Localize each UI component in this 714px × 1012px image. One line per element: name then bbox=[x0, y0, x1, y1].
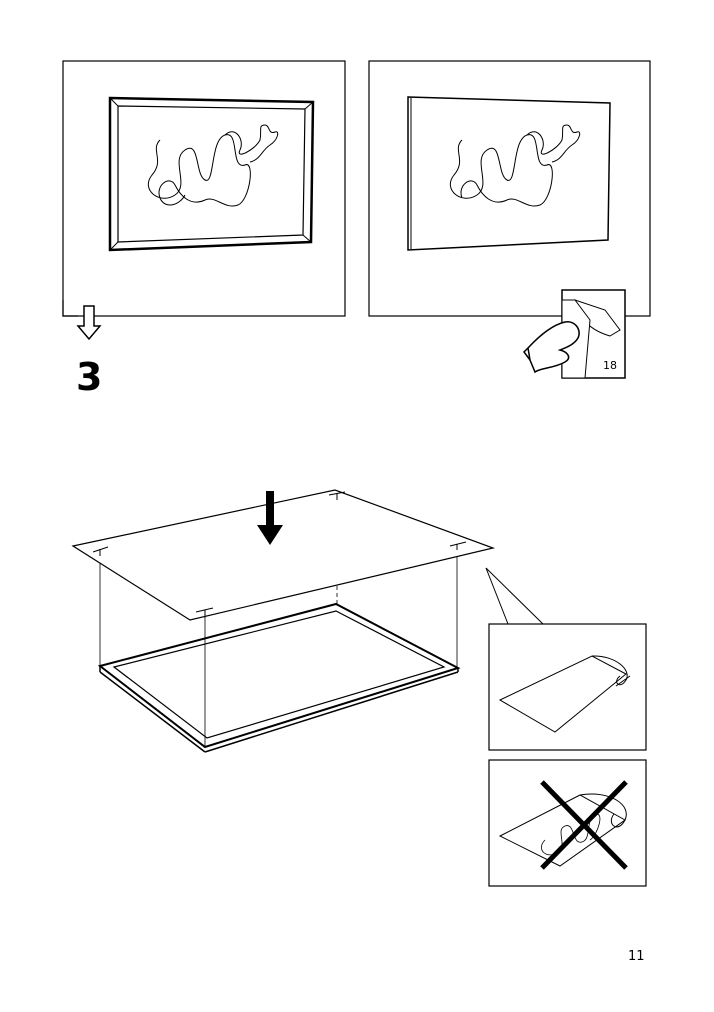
reference-page-number: 18 bbox=[603, 359, 617, 372]
cross-out-icon bbox=[540, 780, 628, 870]
step-number: 3 bbox=[76, 355, 103, 399]
page-number: 11 bbox=[628, 949, 645, 964]
poster-sheet bbox=[71, 489, 496, 621]
line-art-doodle bbox=[147, 124, 279, 207]
insert-arrow-icon bbox=[257, 491, 283, 545]
